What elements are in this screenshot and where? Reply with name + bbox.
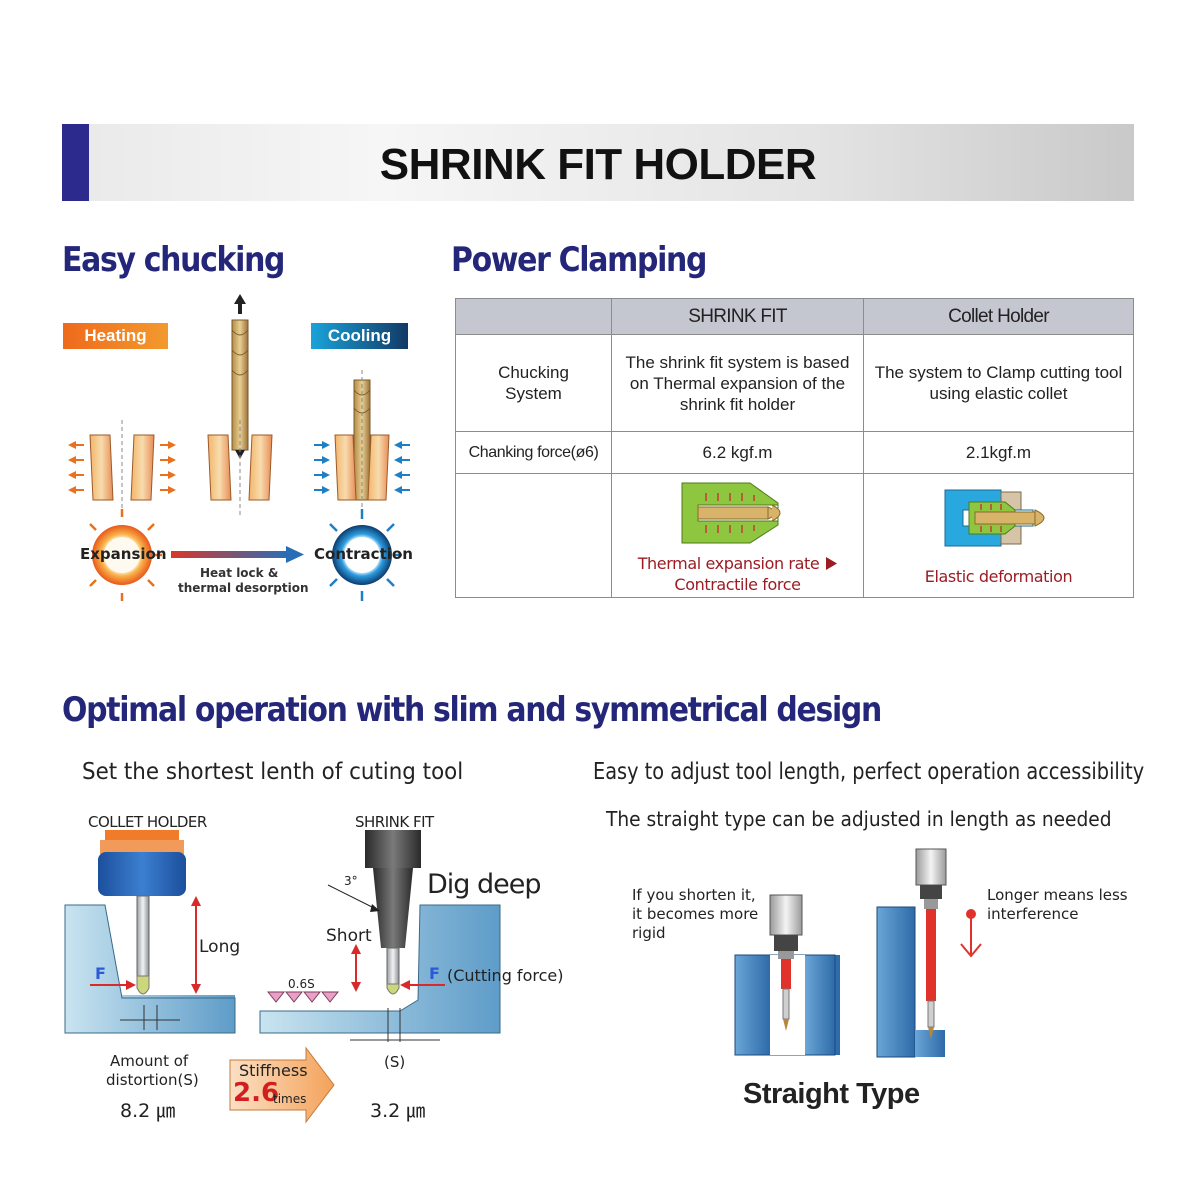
collet-holder-label: COLLET HOLDER <box>88 813 207 831</box>
table-header-row: SHRINK FIT Collet Holder <box>455 298 1134 335</box>
stiffness-unit: times <box>273 1092 307 1106</box>
surface-mark-label: 0.6S <box>288 977 315 991</box>
left-subheading: Set the shortest lenth of cuting tool <box>82 759 464 785</box>
table-cell-label: Chucking System <box>455 334 612 432</box>
banner-accent-bar <box>62 124 89 201</box>
force-right-label: F <box>429 964 440 983</box>
easy-chucking-diagram <box>68 294 410 601</box>
power-clamping-heading: Power Clamping <box>451 240 707 280</box>
long-label: Long <box>199 937 241 957</box>
longer-line2: interference <box>987 905 1079 923</box>
angle-label: 3° <box>344 874 358 888</box>
heat-lock-arrow <box>171 546 304 563</box>
distortion-line1: Amount of <box>110 1052 189 1070</box>
table-cell-shrink: The shrink fit system is based on Therma… <box>611 334 864 432</box>
shorten-line2: it becomes more <box>632 905 759 923</box>
s-label: (S) <box>384 1053 406 1071</box>
tool-insertion <box>207 294 273 515</box>
cool-arrows <box>314 441 410 494</box>
table-header-shrink: SHRINK FIT <box>611 298 864 335</box>
down-arrow-icon <box>960 909 982 958</box>
shrink-illustration-cell: Thermal expansion rate Contractile force <box>611 473 864 598</box>
optimal-heading: Optimal operation with slim and symmetri… <box>62 690 882 730</box>
contraction-ring <box>329 509 402 601</box>
stiffness-arrow <box>229 1046 335 1124</box>
shrink-distortion-value: 3.2 ㎛ <box>370 1100 426 1122</box>
heat-arrows <box>68 441 176 494</box>
table-cell-shrink: 6.2 kgf.m <box>611 431 864 474</box>
right-note: The straight type can be adjusted in len… <box>606 807 1112 831</box>
cooled-holder <box>334 370 390 515</box>
heating-tag: Heating <box>63 323 168 349</box>
heat-lock-line1: Heat lock & <box>200 566 279 580</box>
page-title: SHRINK FIT HOLDER <box>379 140 817 189</box>
shorten-line1: If you shorten it, <box>632 886 756 904</box>
stiffness-value: 2.6 <box>233 1078 280 1108</box>
table-row: Chucking System The shrink fit system is… <box>455 334 1134 432</box>
collet-clamp-illustration <box>944 489 1044 547</box>
expansion-label: Expansion <box>80 545 167 563</box>
shrink-clamp-illustration <box>681 482 780 543</box>
heated-holder <box>89 420 155 515</box>
table-cell-collet: The system to Clamp cutting tool using e… <box>863 334 1134 432</box>
power-clamping-table: SHRINK FIT Collet Holder Chucking System… <box>455 298 1134 598</box>
straight-type-label: Straight Type <box>743 1078 920 1110</box>
distortion-line2: distortion(S) <box>106 1071 199 1089</box>
table-row: Chanking force(ø6) 6.2 kgf.m 2.1kgf.m <box>455 431 1134 474</box>
force-left-label: F <box>95 964 106 983</box>
title-banner: SHRINK FIT HOLDER <box>62 124 1134 201</box>
stiffness-label: Stiffness <box>239 1061 308 1080</box>
expansion-ring <box>89 509 162 601</box>
right-subheading: Easy to adjust tool length, perfect oper… <box>593 759 1145 785</box>
tool-length-comparison-diagram <box>64 830 501 1042</box>
cooling-tag: Cooling <box>311 323 408 349</box>
easy-chucking-heading: Easy chucking <box>62 240 285 280</box>
table-cell-label: Chanking force(ø6) <box>455 431 612 474</box>
contraction-label: Contraction <box>314 545 413 563</box>
longer-line1: Longer means less <box>987 886 1128 904</box>
heat-lock-line2: thermal desorption <box>178 581 309 595</box>
shorten-line3: rigid <box>632 924 666 942</box>
table-cell-blank <box>455 473 612 598</box>
collet-distortion-value: 8.2 ㎛ <box>120 1100 176 1122</box>
collet-caption: Elastic deformation <box>924 567 1073 586</box>
play-triangle-icon <box>826 556 838 570</box>
table-header-blank <box>455 298 612 335</box>
dig-deep-label: Dig deep <box>427 869 542 900</box>
straight-type-diagram <box>734 848 947 1058</box>
shrink-fit-label: SHRINK FIT <box>355 813 434 831</box>
table-header-collet: Collet Holder <box>863 298 1134 335</box>
collet-illustration-cell: Elastic deformation <box>863 473 1134 598</box>
short-label: Short <box>326 926 372 946</box>
cutting-force-label: (Cutting force) <box>447 966 564 985</box>
shrink-caption-line2: Contractile force <box>674 574 801 594</box>
table-row-illustrations: Thermal expansion rate Contractile force… <box>455 473 1134 598</box>
shrink-caption-line1: Thermal expansion rate <box>637 553 820 573</box>
table-cell-collet: 2.1kgf.m <box>863 431 1134 474</box>
